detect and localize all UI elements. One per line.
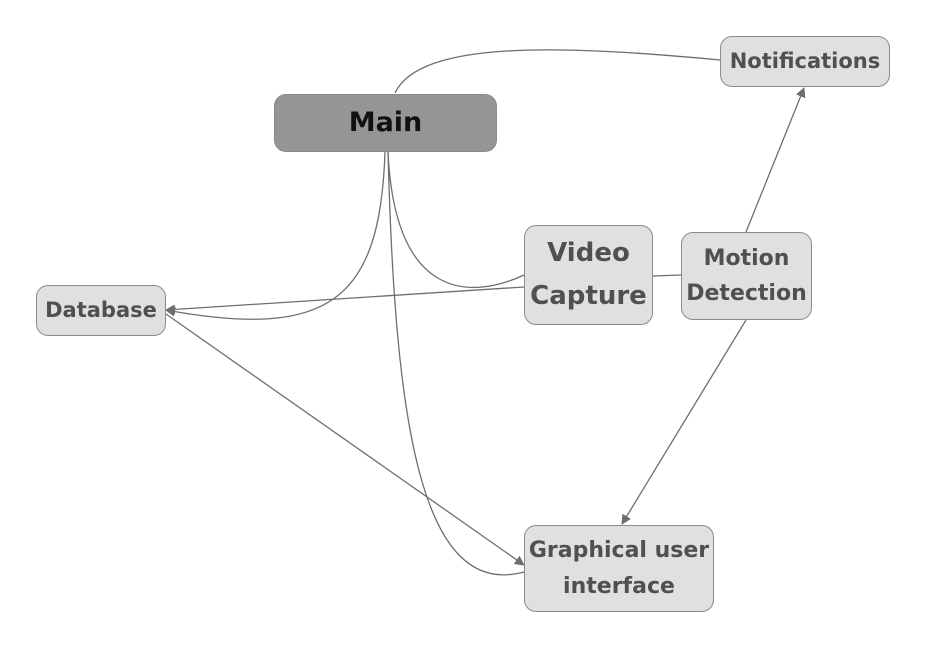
node-graphical-user-interface[interactable]: Graphical user interface	[524, 525, 714, 612]
edge-main-notifications	[394, 49, 721, 94]
edge-main-video-capture	[387, 151, 525, 289]
node-motion-detection[interactable]: Motion Detection	[681, 232, 812, 320]
node-database[interactable]: Database	[36, 285, 166, 336]
edge-main-gui	[387, 151, 525, 576]
edge-motion-notifications	[745, 87, 806, 233]
edge-video-capture-database	[165, 286, 525, 315]
node-video-capture[interactable]: Video Capture	[524, 225, 653, 325]
edge-database-gui	[165, 313, 525, 566]
node-main[interactable]: Main	[274, 94, 497, 152]
node-notifications[interactable]: Notifications	[720, 36, 890, 87]
edge-motion-gui	[621, 319, 747, 525]
edge-main-database	[165, 151, 386, 320]
edge-motion-video-capture	[652, 274, 682, 277]
